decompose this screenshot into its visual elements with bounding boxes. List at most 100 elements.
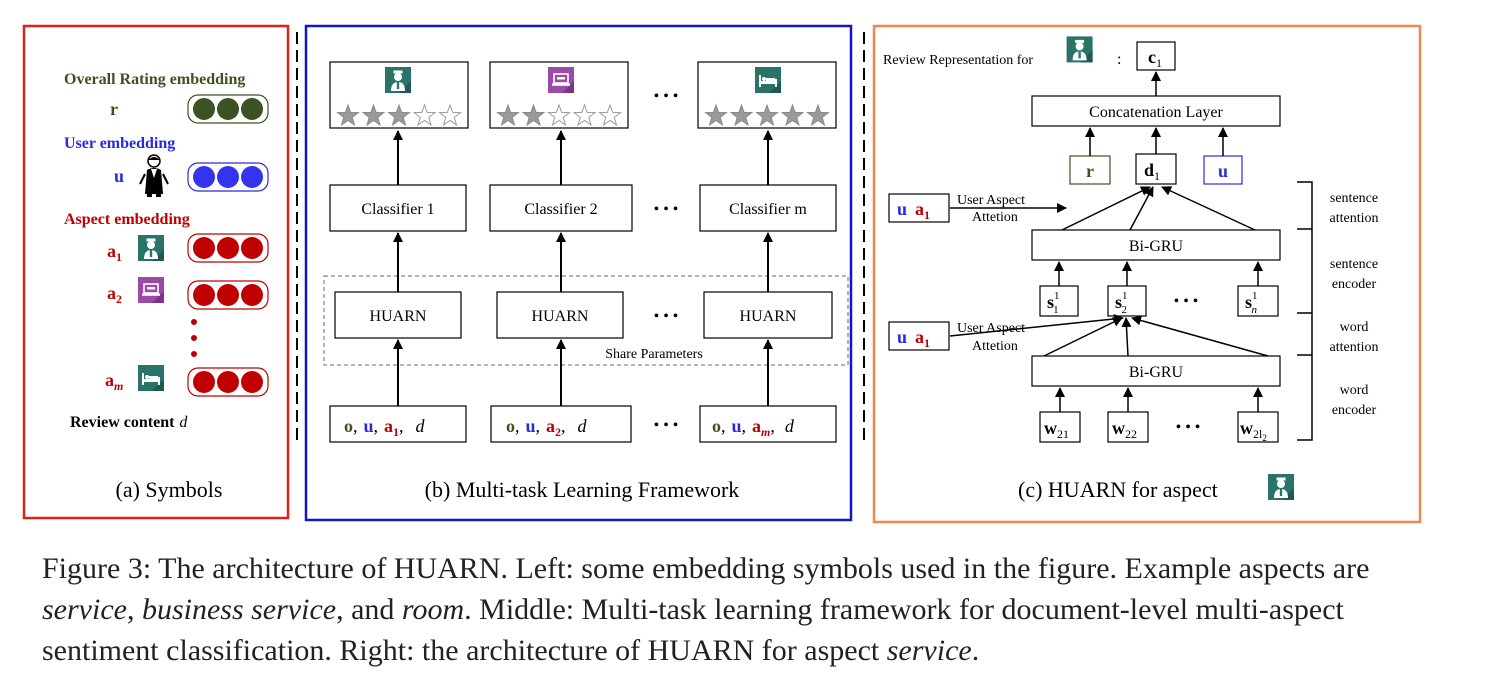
waiter-icon-caption	[1268, 474, 1294, 500]
ellipsis-classifiers: • • •	[654, 201, 679, 218]
star-icon	[547, 103, 571, 127]
star-icon	[412, 103, 437, 127]
rating-embedding-vector	[187, 94, 269, 124]
label-encoder-1: encoder	[1332, 277, 1377, 292]
u-box	[1203, 155, 1243, 185]
w2l2-box	[1237, 411, 1279, 443]
star-icon	[438, 103, 462, 127]
aspect-1-embedding-vector	[187, 233, 269, 263]
classifier-1-box	[329, 184, 467, 232]
input-1-box	[329, 405, 467, 443]
arrow-att-wn	[1131, 315, 1269, 357]
symbols-panel	[22, 24, 290, 520]
r-label: r	[1086, 161, 1094, 181]
classifier-m-label: Classifier m	[729, 201, 807, 218]
r-box	[1069, 155, 1111, 185]
s1-box	[1039, 285, 1079, 317]
input-1-label: o,u,a1,d	[344, 416, 426, 439]
input-m-label: o,u,am,d	[712, 416, 795, 439]
label-word-1: word	[1340, 320, 1369, 335]
waiter-icon	[138, 235, 164, 261]
arrow-ua-word	[949, 313, 1124, 337]
aspect-embedding-title: Aspect embedding	[64, 211, 190, 228]
label-sentence-1: sentence	[1330, 191, 1378, 206]
waiter-icon-small	[1066, 36, 1093, 63]
label-word-2: word	[1340, 383, 1369, 398]
star-icon	[521, 103, 546, 127]
arrow-att-s2	[1129, 186, 1154, 231]
star-icon	[755, 103, 779, 127]
star-icon	[361, 103, 386, 127]
w22-label: w22	[1112, 418, 1137, 441]
user-embedding-vector	[187, 162, 269, 192]
layer-bracket	[1297, 181, 1313, 441]
review-representation-label: Review Representation for	[883, 53, 1033, 68]
star-icon	[704, 103, 728, 127]
share-parameters-box	[323, 275, 849, 366]
bigru-word-label: Bi-GRU	[1129, 364, 1184, 381]
user-aspect-label-sentence: User Aspect	[957, 193, 1025, 208]
label-sentence-2: sentence	[1330, 257, 1378, 272]
ellipsis-words: • • •	[1176, 419, 1201, 436]
aspect-2-symbol: a2	[107, 283, 122, 306]
sn-box	[1237, 285, 1279, 317]
share-parameters-label: Share Parameters	[605, 347, 703, 362]
aspect-m-embedding-vector	[187, 367, 269, 397]
figure-caption: Figure 3: The architecture of HUARN. Lef…	[42, 552, 1370, 667]
input-m-box	[699, 405, 837, 443]
business-service-icon	[547, 66, 575, 94]
d1-box	[1135, 153, 1177, 185]
huarn-m-label: HUARN	[740, 308, 797, 325]
label-encoder-2: encoder	[1332, 403, 1377, 418]
star-icon	[387, 103, 411, 127]
w21-box	[1039, 411, 1081, 443]
user-symbol: u	[114, 166, 124, 186]
huarn-2-label: HUARN	[532, 308, 589, 325]
aspect-m-symbol: am	[105, 370, 123, 393]
label-attention-1: attention	[1330, 211, 1379, 226]
w2l2-label: w2l2	[1240, 418, 1267, 443]
arrow-att-s1	[1061, 186, 1151, 231]
label-attention-2: attention	[1330, 340, 1379, 355]
d1-label: d1	[1144, 160, 1160, 183]
attetion-label-sentence: Attetion	[972, 210, 1018, 225]
c1-label: c1	[1148, 47, 1162, 70]
huarn-panel	[872, 24, 1422, 524]
overall-rating-title: Overall Rating embedding	[64, 71, 245, 88]
service-icon	[385, 67, 411, 93]
star-icon	[572, 103, 597, 127]
arrow-att-w1	[1043, 317, 1123, 357]
classifier-2-label: Classifier 2	[524, 201, 597, 218]
arrow-att-sn	[1161, 186, 1256, 231]
rating-symbol: r	[110, 99, 118, 119]
user-aspect-label-word: User Aspect	[957, 321, 1025, 336]
classifier-1-label: Classifier 1	[361, 201, 434, 218]
huarn-1-label: HUARN	[370, 308, 427, 325]
star-icon	[806, 103, 830, 127]
vertical-dots	[191, 319, 197, 357]
bigru-sentence-box	[1031, 229, 1281, 261]
w21-label: w21	[1044, 418, 1069, 441]
attetion-label-word: Attetion	[972, 339, 1018, 354]
ellipsis-huarn: • • •	[654, 308, 679, 325]
huarn-m-box	[703, 291, 833, 339]
star-icon	[598, 103, 622, 127]
architecture-figure: Overall Rating embedding r User embeddin…	[22, 24, 1422, 524]
ellipsis-inputs: • • •	[654, 417, 679, 434]
bed-icon	[138, 365, 164, 391]
bigru-word-box	[1031, 355, 1281, 387]
star-icon	[729, 103, 754, 127]
ellipsis-sentences: • • •	[1174, 293, 1199, 310]
input-2-box	[490, 405, 632, 443]
aspect-2-embedding-vector	[187, 280, 269, 310]
star-icon	[336, 103, 360, 127]
concatenation-layer-label: Concatenation Layer	[1089, 104, 1223, 121]
u-label: u	[1218, 161, 1228, 181]
ua1-box-word	[888, 321, 950, 351]
concatenation-layer-box	[1031, 95, 1281, 127]
